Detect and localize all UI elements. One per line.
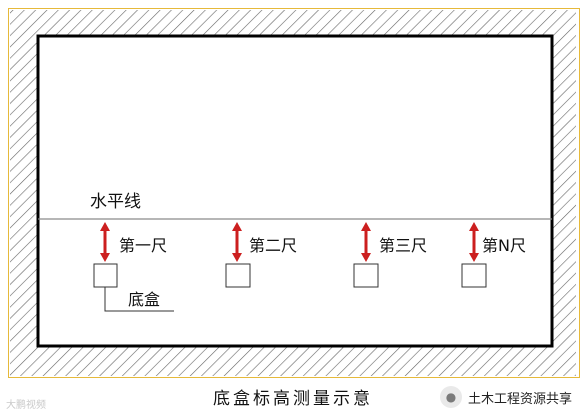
wall-opening xyxy=(36,34,554,348)
arrow-head-up-1 xyxy=(100,222,110,231)
brand-badge: ● 土木工程资源共享 xyxy=(439,386,572,408)
measure-group-2: 第二尺 xyxy=(225,222,297,288)
measure-group-1: 第一尺 xyxy=(93,222,167,288)
watermark-text: 大鹏视频 xyxy=(6,400,46,411)
watermark-logo: 大鹏视频 xyxy=(6,396,46,411)
level-line-label: 水平线 xyxy=(90,192,141,212)
arrow-head-up-n xyxy=(469,222,479,231)
box-label: 底盒 xyxy=(128,290,160,309)
box-label-leader xyxy=(104,287,174,312)
socket-box-1 xyxy=(93,263,118,288)
socket-box-3 xyxy=(353,263,379,288)
arrow-head-down-1 xyxy=(100,253,110,262)
arrow-head-down-2 xyxy=(232,253,242,262)
socket-box-n xyxy=(461,263,487,288)
arrow-head-down-n xyxy=(469,253,479,262)
ruler-label-1: 第一尺 xyxy=(119,236,167,255)
brand-text: 土木工程资源共享 xyxy=(467,391,572,407)
measure-group-3: 第三尺 xyxy=(353,222,427,288)
socket-box-2 xyxy=(225,263,251,288)
ruler-label-2: 第二尺 xyxy=(249,236,297,255)
ruler-label-3: 第三尺 xyxy=(379,236,427,255)
ruler-label-n: 第N尺 xyxy=(482,236,526,255)
arrow-head-down-3 xyxy=(361,253,371,262)
arrow-head-up-3 xyxy=(361,222,371,231)
arrow-head-up-2 xyxy=(232,222,242,231)
chat-bubble-icon: ● xyxy=(439,386,462,408)
figure-caption: 底盒标高测量示意 xyxy=(213,389,373,409)
measure-group-n: 第N尺 xyxy=(461,222,526,288)
